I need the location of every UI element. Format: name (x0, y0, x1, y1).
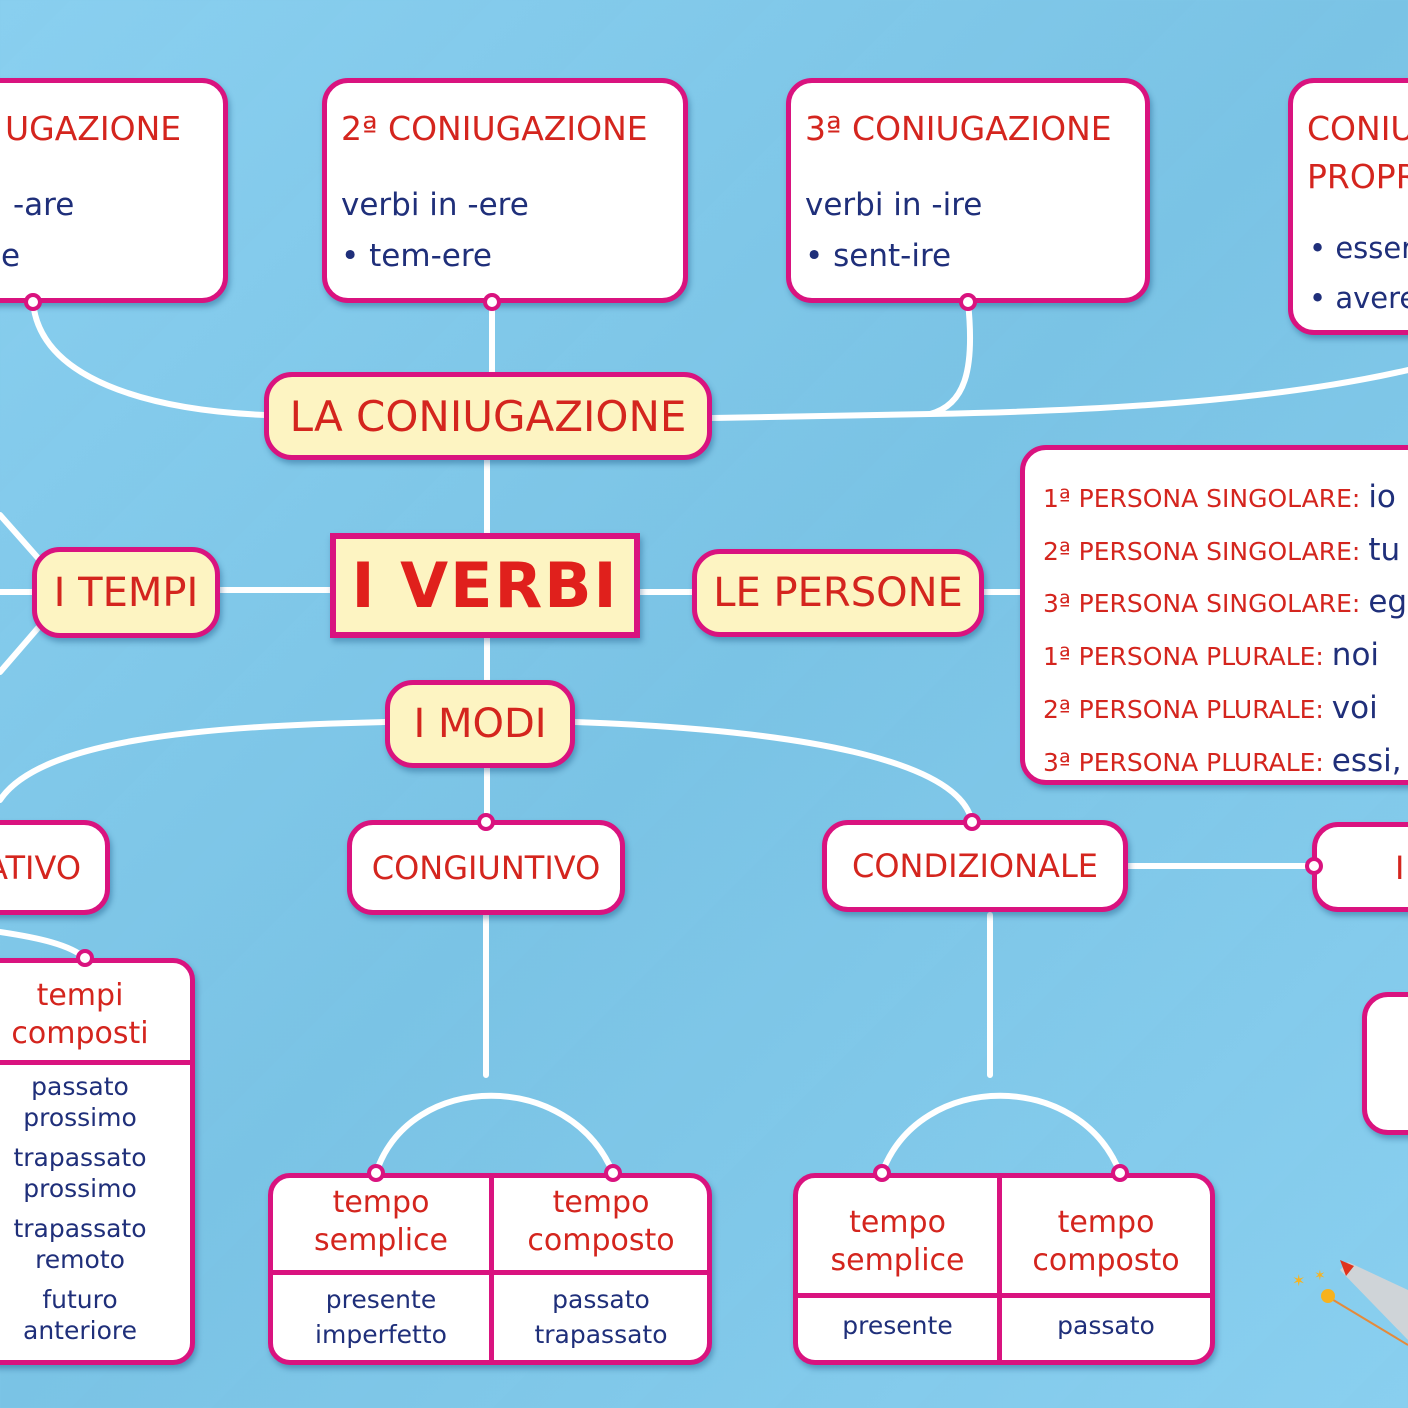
table-cell: presente (842, 1311, 953, 1340)
node-label: I (1395, 849, 1405, 887)
box-line: -are (13, 187, 75, 223)
box-line: • esser (1309, 231, 1408, 265)
persona-label: 3ª PERSONA SINGOLARE: (1043, 589, 1361, 619)
svg-text:✶: ✶ (1314, 1268, 1326, 1284)
persona-row: 3ª PERSONA PLURALE: essi, (1043, 736, 1407, 789)
header-line: composti (11, 1015, 149, 1051)
box-line: e (1, 238, 21, 274)
pencil-icon: ✶ ✶ (1292, 1260, 1408, 1346)
box-title: 2ª CONIUGAZIONE (341, 109, 648, 148)
pronoun: tu (1368, 531, 1401, 568)
la-coniugazione-node: LA CONIUGAZIONE (264, 372, 712, 460)
indicativo-node: ATIVO (0, 820, 110, 915)
box-title: CONIU (1307, 109, 1408, 148)
imperativo-node: I (1312, 822, 1408, 912)
connector-dot (963, 813, 981, 831)
connector-dot (367, 1164, 385, 1182)
connector (217, 587, 1023, 595)
i-verbi-title: I VERBI (330, 533, 640, 638)
connector-dot (483, 293, 501, 311)
persona-row: 1ª PERSONA SINGOLARE: io (1043, 472, 1407, 525)
connector (0, 929, 88, 961)
box-title: UGAZIONE (5, 109, 182, 148)
connector (30, 299, 268, 418)
table-cell: passato (1057, 1311, 1155, 1340)
pronoun: eg (1368, 584, 1408, 621)
pronoun: voi (1331, 689, 1378, 726)
persona-label: 3ª PERSONA PLURALE: (1043, 747, 1324, 777)
divider (997, 1178, 1002, 1360)
divider (273, 1270, 707, 1275)
connector-dot (959, 293, 977, 311)
connector (0, 719, 388, 803)
connector-dot (76, 949, 94, 967)
condizionale-node: CONDIZIONALE (822, 820, 1128, 912)
connector-dot (477, 813, 495, 831)
i-modi-node: I MODI (385, 680, 575, 768)
coniugazione-1-box: UGAZIONE -are e (0, 78, 228, 303)
persona-label: 1ª PERSONA PLURALE: (1043, 642, 1324, 672)
persona-label: 2ª PERSONA SINGOLARE: (1043, 536, 1361, 566)
le-persone-node: LE PERSONE (692, 549, 984, 637)
connector (373, 912, 616, 1176)
persone-box: 1ª PERSONA SINGOLARE: io 2ª PERSONA SING… (1020, 445, 1408, 785)
coniugazione-3-box: 3ª CONIUGAZIONE verbi in -ire • sent-ire (786, 78, 1150, 303)
divider (489, 1178, 494, 1360)
connector (572, 719, 975, 825)
pronoun: essi, (1331, 742, 1402, 779)
box-title: 3ª CONIUGAZIONE (805, 109, 1112, 148)
svg-text:✶: ✶ (1292, 1271, 1305, 1290)
connector (879, 912, 1123, 1176)
persona-label: 1ª PERSONA SINGOLARE: (1043, 484, 1361, 513)
box-line: • avere (1309, 281, 1408, 315)
pronoun: io (1368, 479, 1396, 515)
box-line: verbi in -ere (341, 187, 529, 223)
pronoun: noi (1331, 637, 1380, 674)
box-line: • sent-ire (805, 238, 952, 274)
connector-dot (24, 293, 42, 311)
persona-row: 1ª PERSONA PLURALE: noi (1043, 630, 1407, 683)
persona-row: 3ª PERSONA SINGOLARE: eg (1043, 577, 1407, 630)
box-title: PROPR (1307, 157, 1408, 196)
connector (927, 299, 974, 417)
persona-label: 2ª PERSONA PLURALE: (1043, 694, 1324, 724)
empty-box (1362, 992, 1408, 1135)
congiuntivo-node: CONGIUNTIVO (347, 820, 625, 915)
divider (798, 1293, 1210, 1298)
connector (709, 367, 1408, 421)
connector-dot (1305, 857, 1323, 875)
persona-row: 2ª PERSONA PLURALE: voi (1043, 683, 1407, 736)
persone-list: 1ª PERSONA SINGOLARE: io 2ª PERSONA SING… (1043, 472, 1407, 788)
header-line: tempi (36, 978, 124, 1013)
i-tempi-node: I TEMPI (32, 547, 220, 638)
connector-dot (1111, 1164, 1129, 1182)
table-header: tempi composti (0, 977, 185, 1052)
box-line: verbi in -ire (805, 187, 983, 223)
connector-dot (604, 1164, 622, 1182)
connector (0, 512, 41, 675)
divider (0, 1060, 190, 1065)
coniugazione-2-box: 2ª CONIUGAZIONE verbi in -ere • tem-ere (322, 78, 688, 303)
box-line: • tem-ere (341, 238, 492, 274)
persona-row: 2ª PERSONA SINGOLARE: tu (1043, 525, 1407, 578)
coniugazione-propria-box: CONIU PROPR • esser • avere (1288, 78, 1408, 335)
connector-dot (873, 1164, 891, 1182)
